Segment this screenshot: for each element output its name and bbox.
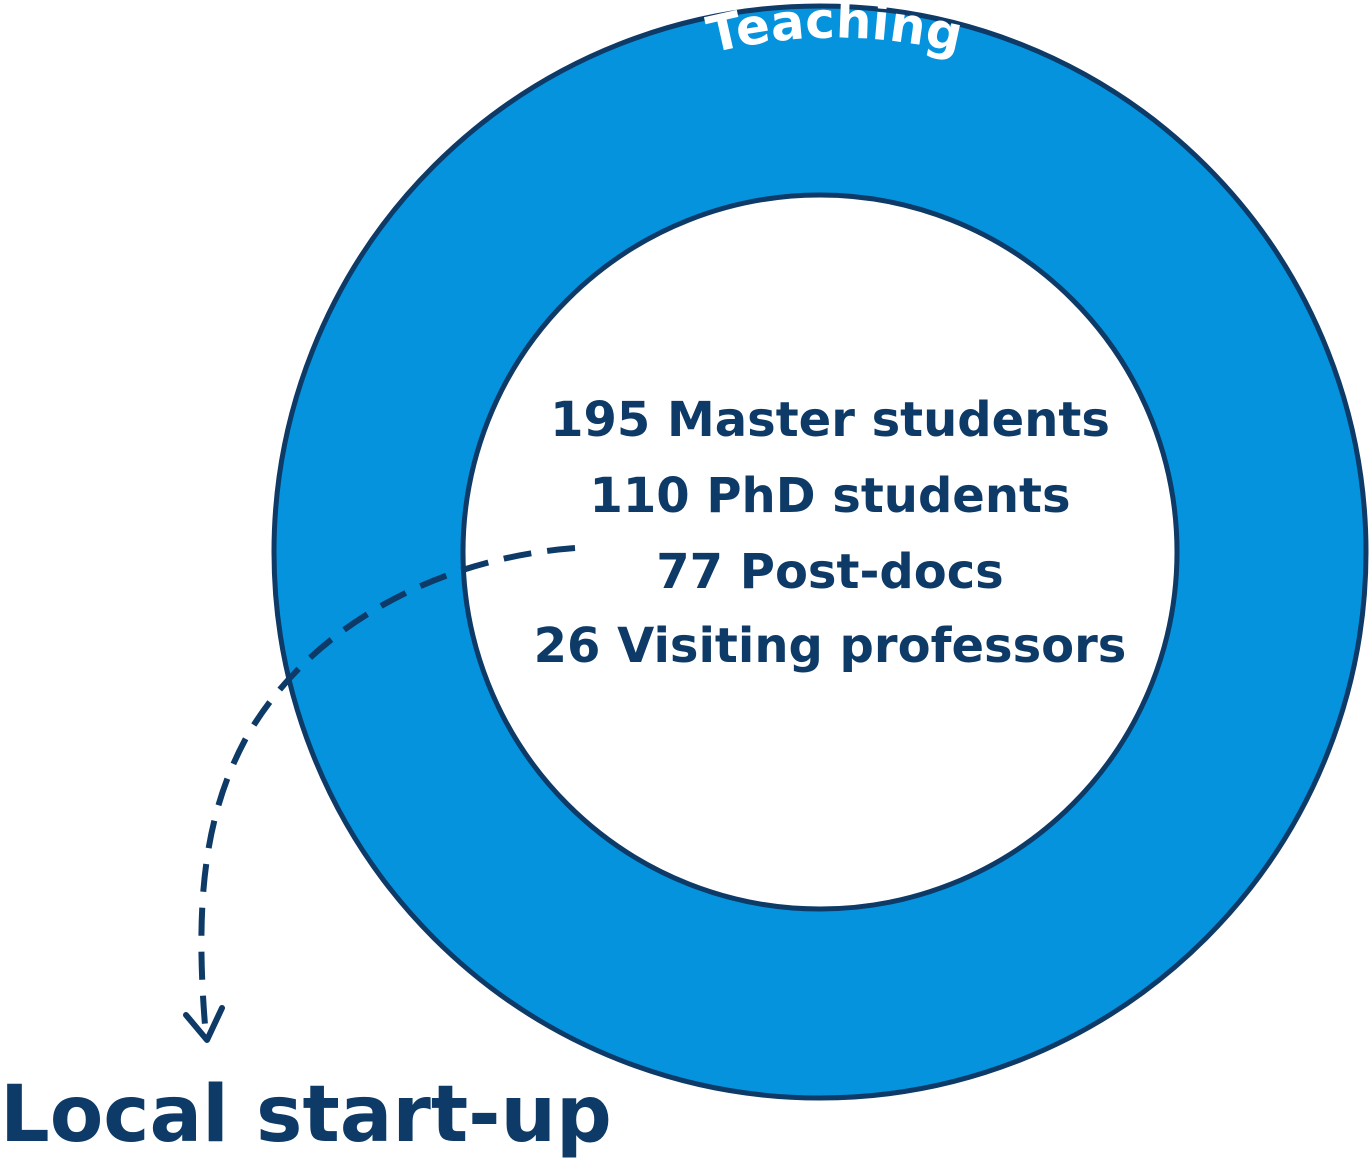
dashed-arrow-path: [198, 545, 576, 1026]
stat-post-docs: 77 Post-docs: [656, 544, 1004, 600]
stat-visiting-professors: 26 Visiting professors: [533, 618, 1127, 674]
arrow-head-icon: [183, 1005, 225, 1043]
stat-phd-students: 110 PhD students: [589, 468, 1071, 524]
inner-circle: [460, 192, 1180, 912]
stat-master-students: 195 Master students: [550, 392, 1110, 448]
local-startup-label: Local start-up: [0, 1070, 612, 1160]
